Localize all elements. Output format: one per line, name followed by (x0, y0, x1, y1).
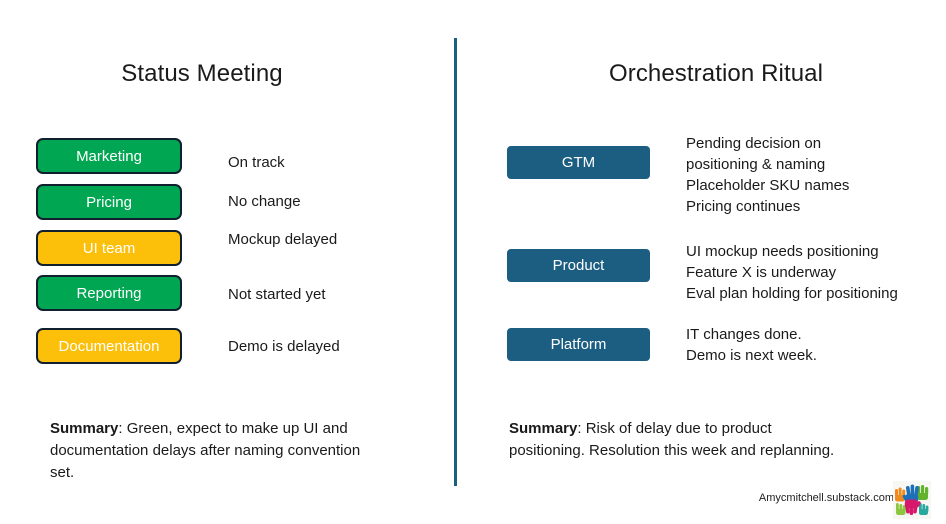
colorful-hands-logo (893, 481, 931, 519)
left-pill-reporting-label: Reporting (76, 284, 142, 302)
left-pill-marketing-label: Marketing (76, 147, 142, 165)
column-divider (454, 38, 457, 486)
right-pill-platform[interactable]: Platform (507, 328, 650, 361)
right-note-platform: IT changes done. Demo is next week. (686, 326, 817, 364)
left-pill-documentation-label: Documentation (58, 337, 160, 355)
right-summary-lead: Summary (509, 420, 578, 437)
left-pill-marketing[interactable]: Marketing (36, 138, 182, 174)
left-note-pricing: No change (228, 193, 301, 210)
right-summary: Summary: Risk of delay due to product po… (509, 418, 839, 462)
left-summary-text: : Green, expect to make up UI and docume… (50, 420, 361, 481)
left-summary: Summary: Green, expect to make up UI and… (50, 418, 380, 484)
right-pill-product[interactable]: Product (507, 249, 650, 282)
left-note-reporting: Not started yet (228, 286, 326, 303)
left-pill-pricing[interactable]: Pricing (36, 184, 182, 220)
left-pill-ui-team[interactable]: UI team (36, 230, 182, 266)
left-pill-ui-team-label: UI team (82, 239, 136, 257)
left-column-title: Status Meeting (121, 60, 283, 87)
left-pill-documentation[interactable]: Documentation (36, 328, 182, 364)
left-summary-lead: Summary (50, 420, 119, 437)
left-note-documentation: Demo is delayed (228, 338, 340, 355)
footer-url[interactable]: Amycmitchell.substack.com (758, 492, 894, 504)
right-pill-gtm[interactable]: GTM (507, 146, 650, 179)
right-pill-gtm-label: GTM (561, 154, 596, 171)
right-note-gtm: Pending decision on positioning & naming… (686, 135, 850, 215)
right-pill-product-label: Product (552, 257, 605, 274)
right-summary-text: : Risk of delay due to product positioni… (509, 420, 835, 459)
left-note-ui-team: Mockup delayed (228, 231, 338, 248)
left-pill-reporting[interactable]: Reporting (36, 275, 182, 311)
left-note-marketing: On track (228, 154, 285, 171)
right-note-product: UI mockup needs positioning Feature X is… (686, 243, 898, 302)
right-column-title: Orchestration Ritual (608, 60, 824, 87)
right-pill-platform-label: Platform (550, 336, 607, 353)
left-pill-pricing-label: Pricing (86, 193, 132, 211)
